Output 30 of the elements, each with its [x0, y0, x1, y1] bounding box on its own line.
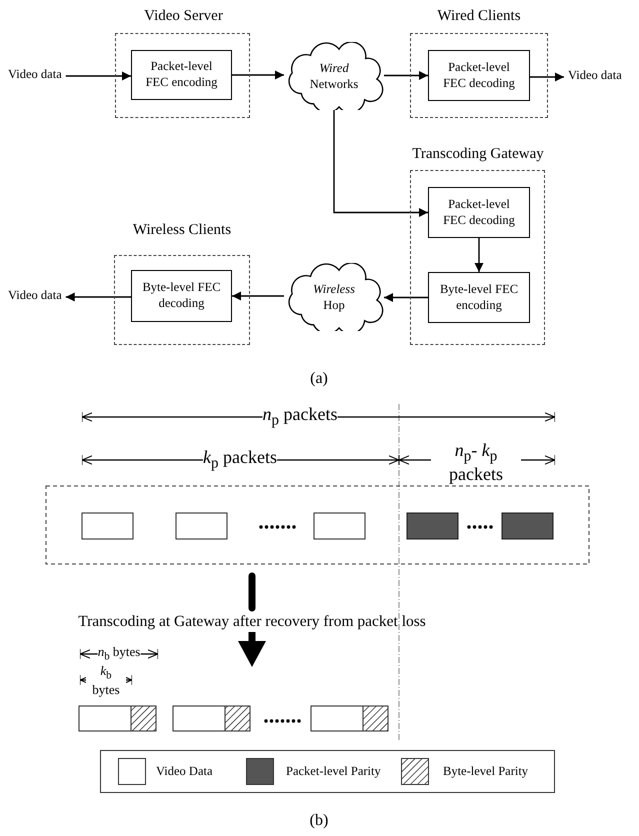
- arrow: [530, 72, 564, 82]
- arrow: [66, 72, 131, 80]
- arrow: [232, 70, 284, 80]
- arrow: [232, 292, 284, 300]
- dimension-label: k$_{b}$ bytes: [86, 664, 126, 697]
- figure-caption: (a): [310, 370, 328, 388]
- arrow: [66, 292, 131, 302]
- process-box: Byte-level FEC decoding: [131, 270, 232, 322]
- io-label: Video data: [8, 288, 62, 306]
- arrow: [384, 293, 428, 302]
- process-box: Byte-level FEC encoding: [428, 272, 530, 323]
- dimension-label: n$_{p}$- k$_{p}$ packets: [431, 441, 521, 485]
- legend-label: Video Data: [156, 764, 213, 779]
- dimension-label: k$_{p}$ packets: [203, 448, 277, 472]
- io-label: Video data: [568, 68, 622, 86]
- legend-label: Packet-level Parity: [286, 764, 381, 779]
- group-title: Wired Clients: [436, 8, 522, 26]
- process-box: Packet-level FEC encoding: [131, 50, 232, 100]
- group-title: Transcoding Gateway: [411, 146, 545, 164]
- arrow: [474, 238, 484, 272]
- process-box: Packet-level FEC decoding: [428, 50, 530, 101]
- io-label: Video data: [8, 67, 62, 85]
- process-box: Packet-level FEC decoding: [428, 187, 530, 238]
- figure-caption: (b): [310, 812, 328, 830]
- arrow: [384, 71, 428, 80]
- dimension-label: n$_{p}$ packets: [262, 405, 338, 430]
- group-title: Wireless Clients: [132, 222, 232, 240]
- group-title: Video Server: [143, 8, 224, 26]
- note-text: Transcoding at Gateway after recovery from packet loss: [78, 613, 426, 630]
- legend-label: Byte-level Parity: [443, 764, 528, 779]
